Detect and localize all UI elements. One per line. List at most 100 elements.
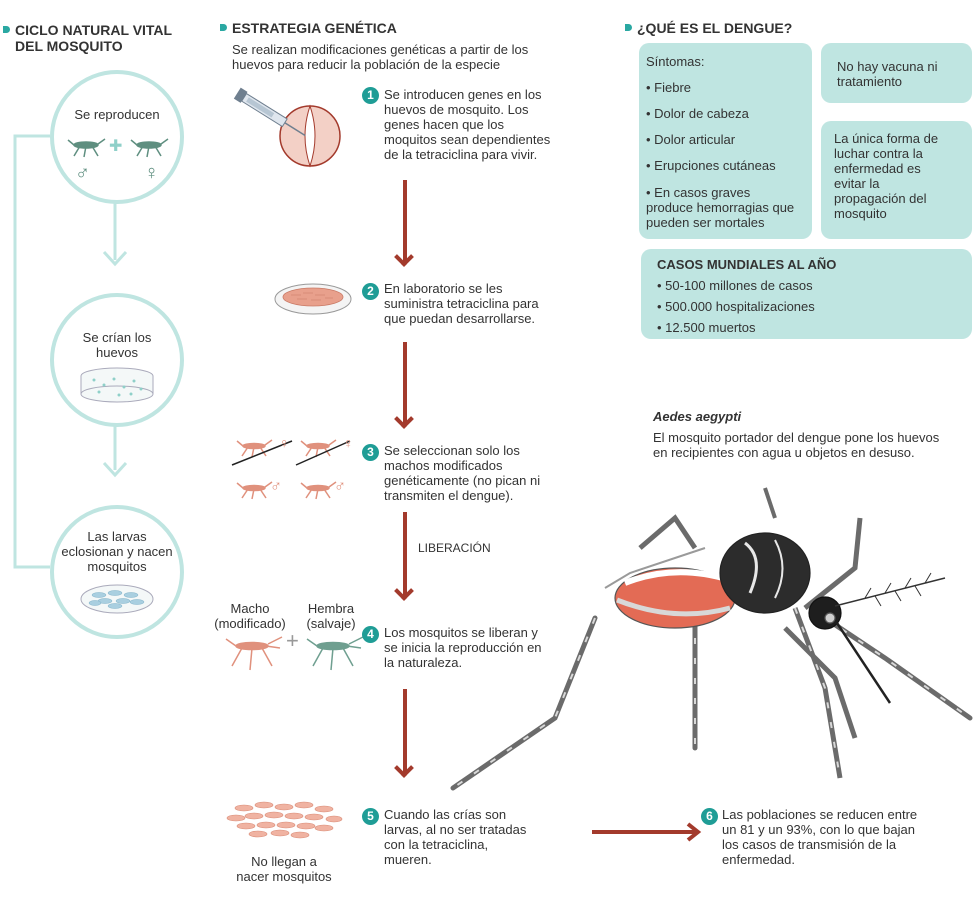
step-6-line: enfermedad. [722,852,795,867]
step-1-text: Se introducen genes en los huevos de mos… [384,87,550,162]
male-symbol-icon: ♂ [270,478,282,495]
male-symbol-icon: ♂ [334,478,346,495]
right-title-text: ¿QUÉ ES EL DENGUE? [637,20,793,36]
prevention-line: evitar la [834,176,880,191]
stage2-line1: Se crían los [82,330,152,345]
prevention-text: La única forma de luchar contra la enfer… [834,131,938,221]
no-vaccine-line: tratamiento [837,74,903,89]
world-case-item: • 500.000 hospitalizaciones [657,299,815,314]
left-title-line2: DEL MOSQUITO [15,38,123,54]
bullet-marker-icon [625,24,632,31]
plus-icon: ✚ [109,138,123,155]
step-number-4: 4 [362,626,379,643]
cycle-circle-larvae: Las larvas eclosionan y nacen mosquitos [50,505,184,639]
hembra-line1: Hembra [307,601,355,616]
female-symbol-icon: ♀ [144,162,159,184]
step-3-line: machos modificados [384,458,503,473]
step-3-line: transmiten el dengue). [384,488,514,503]
larvae-dish-icon [80,584,154,614]
step-1-line: genes hacen que los [384,117,504,132]
petri-dish-icon [274,283,352,315]
severe-cases-text: • En casos graves produce hemorragias qu… [646,185,794,230]
step-2-line: suministra tetraciclina para [384,296,539,311]
prevention-panel: La única forma de luchar contra la enfer… [821,121,972,239]
step-1-line: Se introducen genes en los [384,87,542,102]
right-title: ¿QUÉ ES EL DENGUE? [625,20,793,36]
step-5-line: larvas, al no ser tratadas [384,822,527,837]
flow-arrow-horizontal [592,822,702,842]
step-5-line: con la tetraciclina, [384,837,489,852]
egg-dish-icon [80,367,154,403]
severe-line: pueden ser mortales [646,215,765,230]
step-4-line: la naturaleza. [384,655,463,670]
subtitle-line1: Se realizan modificaciones genéticas a p… [232,42,529,57]
symptoms-panel: Síntomas: • Fiebre • Dolor de cabeza • D… [639,43,812,239]
world-cases-panel: CASOS MUNDIALES AL AÑO • 50-100 millones… [641,249,972,339]
stage3-line2: eclosionan y nacen [61,544,173,559]
step-4-line: Los mosquitos se liberan y [384,625,538,640]
stage3-line3: mosquitos [87,559,147,574]
world-case-item: • 50-100 millones de casos [657,278,813,293]
step-6-line: los casos de transmisión de la [722,837,897,852]
step-2-line: En laboratorio se les [384,281,503,296]
middle-subtitle: Se realizan modificaciones genéticas a p… [232,42,528,72]
female-mosquito-icon [306,636,364,671]
prevention-line: mosquito [834,206,887,221]
step-3-line: Se seleccionan solo los [384,443,520,458]
step-5-line: Cuando las crías son [384,807,507,822]
mosquito-female-icon [130,138,169,158]
step-1-line: de la tetraciclina para vivir. [384,147,538,162]
middle-title: ESTRATEGIA GENÉTICA [220,20,397,36]
no-vaccine-line: No hay vacuna ni [837,59,938,74]
step-6-text: Las poblaciones se reducen entre un 81 y… [722,807,917,867]
world-cases-title: CASOS MUNDIALES AL AÑO [657,257,837,272]
flow-arrow-3 [403,512,407,596]
symptoms-label: Síntomas: [646,54,705,69]
mosquito-male-icon [67,138,106,158]
aedes-mosquito-illustration [450,487,973,791]
no-vaccine-text: No hay vacuna ni tratamiento [837,59,937,89]
prevention-line: luchar contra la [834,146,923,161]
prevention-line: propagación del [834,191,927,206]
step-4-text: Los mosquitos se liberan y se inicia la … [384,625,542,670]
stage3-line1: Las larvas [87,529,147,544]
nollegan-line2: nacer mosquitos [236,869,332,884]
step-1-line: moquitos sean dependientes [384,132,551,147]
left-title: CICLO NATURAL VITAL DEL MOSQUITO [3,22,172,54]
female-symbol-icon: ♀ [279,435,290,451]
hembra-label: Hembra (salvaje) [296,601,366,631]
nollegan-label: No llegan a nacer mosquitos [214,854,354,884]
flow-arrow-1 [403,180,407,262]
nollegan-line1: No llegan a [251,854,317,869]
bullet-marker-icon [220,24,227,31]
step-number-6: 6 [701,808,718,825]
step-3-line: genéticamente (no pican ni [384,473,541,488]
female-symbol-icon: ♀ [343,435,354,451]
step-number-2: 2 [362,283,379,300]
severe-line: • En casos graves [646,185,751,200]
stage2-line2: huevos [96,345,138,360]
stage2-label: Se crían los huevos [54,330,180,360]
no-vaccine-panel: No hay vacuna ni tratamiento [821,43,972,103]
mosquito-selection-icon [231,439,351,500]
middle-title-text: ESTRATEGIA GENÉTICA [232,20,397,36]
step-number-1: 1 [362,87,379,104]
symptom-item: • Erupciones cutáneas [646,158,776,173]
macho-line1: Macho [230,601,270,616]
symptom-item: • Fiebre [646,80,692,95]
severe-line: produce hemorragias que [646,200,795,215]
liberacion-label: LIBERACIÓN [418,541,491,555]
symptom-item: • Dolor de cabeza [646,106,749,121]
step-2-text: En laboratorio se les suministra tetraci… [384,281,539,326]
plus-icon: + [286,628,299,653]
aedes-description: El mosquito portador del dengue pone los… [653,430,939,460]
step-number-3: 3 [362,444,379,461]
bullet-marker-icon [3,26,10,33]
step-4-line: se inicia la reproducción en [384,640,542,655]
symptoms-list: • Fiebre • Dolor de cabeza • Dolor artic… [646,80,776,184]
step-1-line: huevos de mosquito. Los [384,102,529,117]
syringe-egg-icon [233,87,341,168]
stage3-label: Las larvas eclosionan y nacen mosquitos [46,529,188,574]
prevention-line: La única forma de [834,131,939,146]
flow-arrow-2 [403,342,407,424]
